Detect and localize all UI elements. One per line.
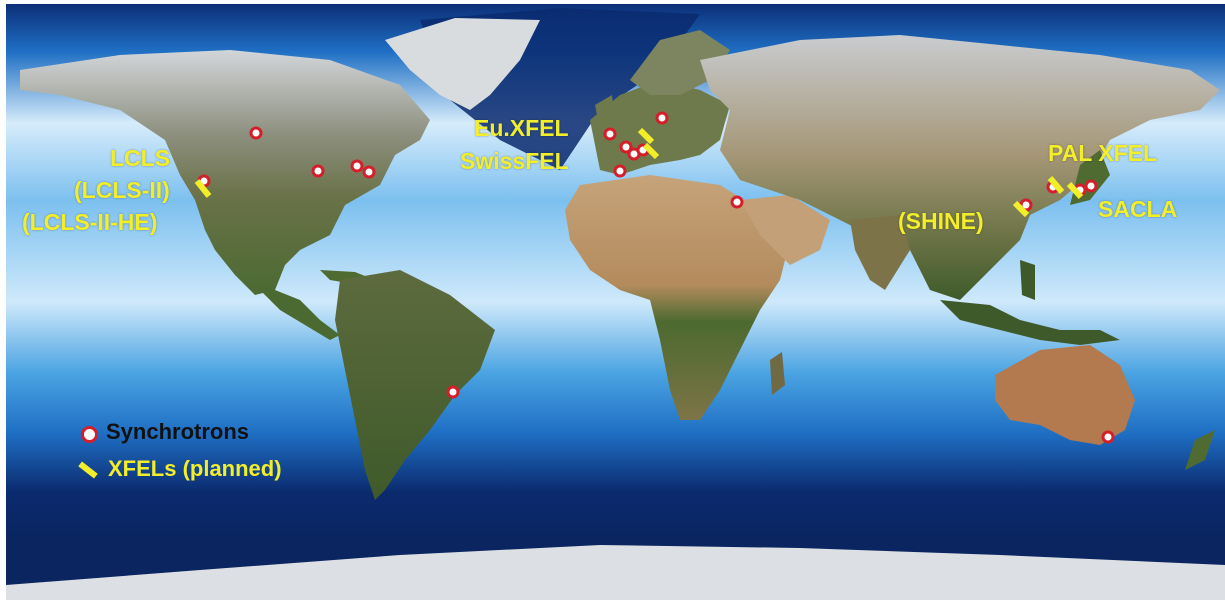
synchrotron-marker (603, 127, 617, 141)
asia (700, 35, 1220, 300)
uk (595, 95, 615, 130)
new-zealand (1185, 430, 1215, 470)
xfel-marker-pal-xfel (1047, 176, 1065, 194)
indonesia (940, 300, 1120, 345)
label-lcls-ii-he: (LCLS-II-HE) (22, 209, 158, 235)
madagascar (770, 352, 785, 395)
label-sacla: SACLA (1098, 196, 1178, 222)
synchrotron-marker (655, 111, 669, 125)
synchrotron-marker (730, 195, 744, 209)
africa (565, 175, 790, 420)
greenland (385, 18, 540, 110)
legend-synchrotrons: Synchrotrons (106, 419, 250, 444)
synchrotron-marker (362, 165, 376, 179)
australia (995, 345, 1135, 445)
north-america (20, 50, 430, 295)
synchrotron-marker (350, 159, 364, 173)
south-america (335, 270, 495, 500)
synchrotron-marker (619, 140, 633, 154)
synchrotron-marker (613, 164, 627, 178)
label-shine: (SHINE) (898, 208, 984, 234)
philippines (1020, 260, 1035, 300)
xfel-markers (194, 127, 1084, 218)
label-pal-xfel: PAL XFEL (1048, 140, 1158, 166)
xfel-marker-swissfel (642, 142, 660, 160)
xfel-marker-lcls (194, 179, 212, 198)
synchrotron-marker (249, 126, 263, 140)
xfel-marker-shine (1012, 200, 1030, 218)
label-lcls: LCLS (110, 145, 171, 171)
synchrotron-marker (1101, 430, 1115, 444)
legend-xfels: XFELs (planned) (108, 456, 282, 481)
synchrotron-marker (1084, 179, 1098, 193)
synchrotron-marker (446, 385, 460, 399)
label-lcls-ii: (LCLS-II) (74, 177, 170, 203)
india (850, 215, 910, 290)
arabia (740, 195, 830, 265)
legend-synchrotron-icon (81, 426, 98, 443)
scandinavia (630, 30, 730, 95)
label-eu-xfel: Eu.XFEL (474, 115, 569, 141)
central-america (255, 285, 340, 340)
synchrotron-marker (311, 164, 325, 178)
xfel-marker-sacla (1066, 181, 1084, 200)
xfel-marker-eu-xfel (637, 127, 655, 145)
antarctica (6, 545, 1225, 600)
label-swissfel: SwissFEL (460, 148, 569, 174)
